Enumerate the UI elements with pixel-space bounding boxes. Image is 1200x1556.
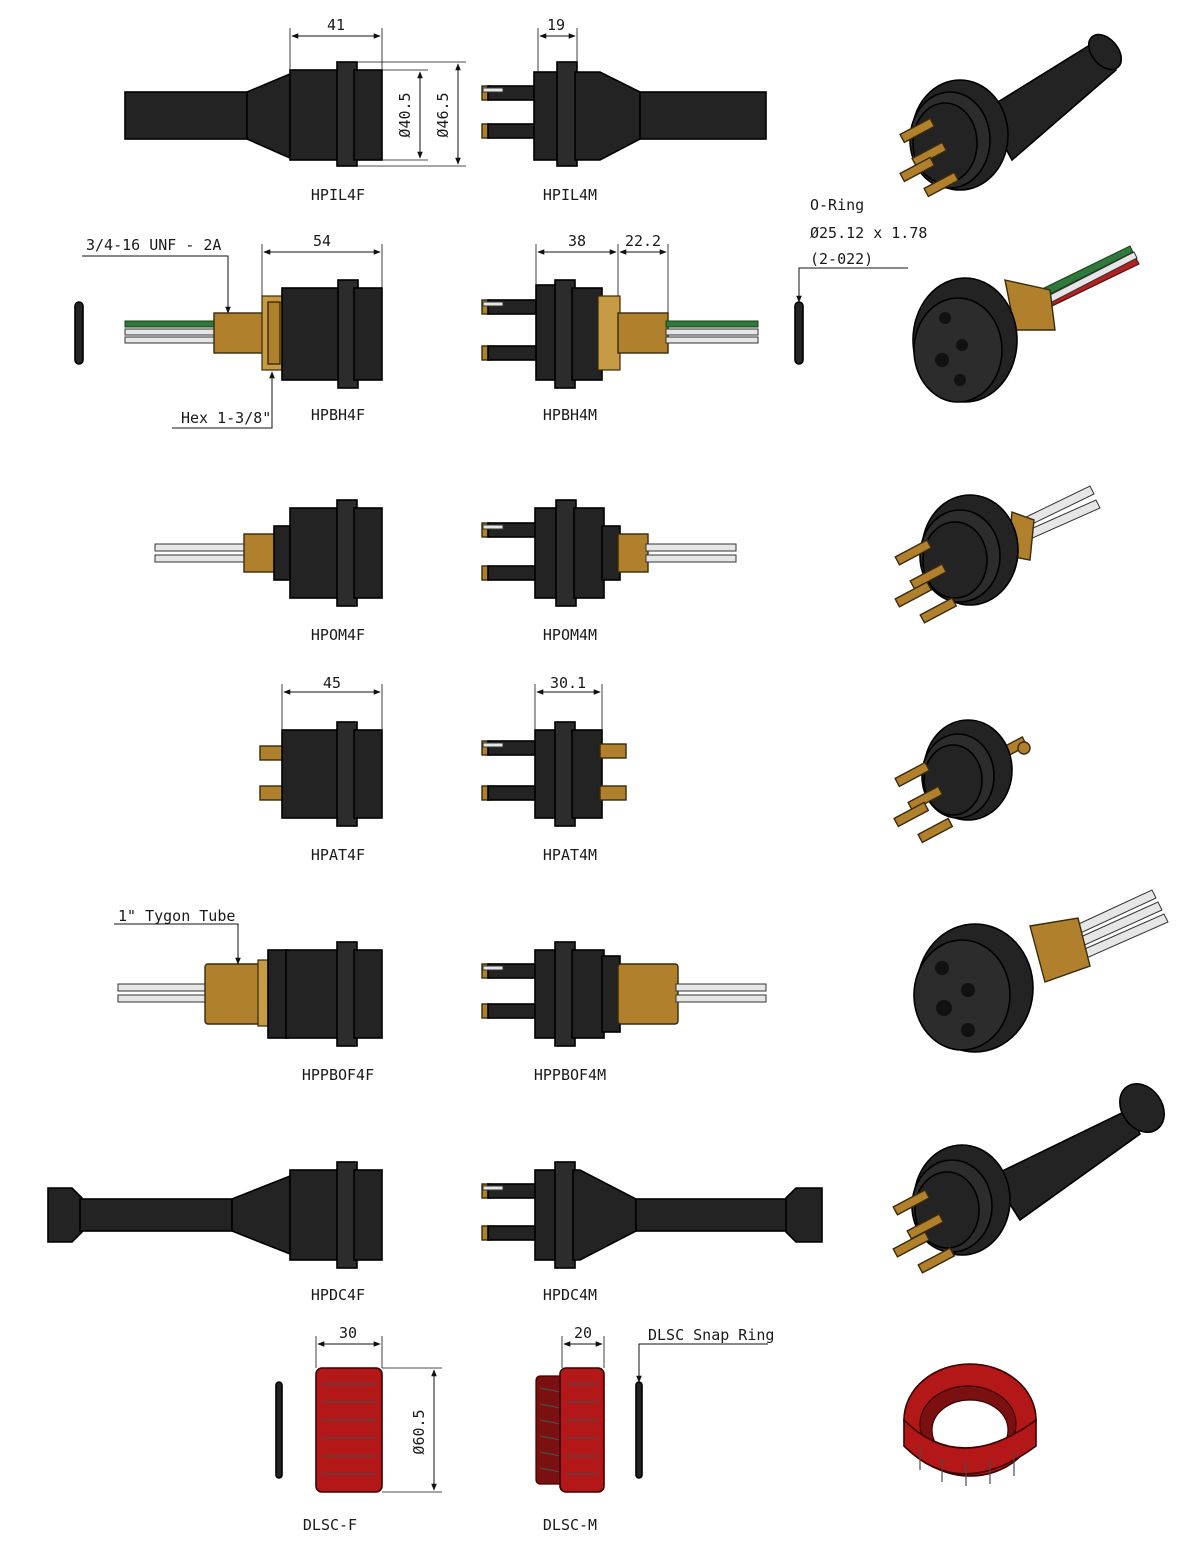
label-hpbh4m: HPBH4M bbox=[543, 406, 597, 424]
label-hpil4f: HPIL4F bbox=[311, 186, 365, 204]
label-dlscm: DLSC-M bbox=[543, 1516, 597, 1534]
hpom4-isometric bbox=[894, 485, 1101, 624]
dim-dlscf-diameter: Ø60.5 bbox=[410, 1409, 428, 1454]
hpat4m-drawing bbox=[481, 684, 627, 827]
dim-hpat4m-length: 30.1 bbox=[550, 674, 586, 692]
callout-oring-title: O-Ring bbox=[810, 196, 864, 214]
hpom4m-drawing bbox=[481, 499, 737, 607]
callout-oring-code: (2-022) bbox=[810, 250, 873, 268]
label-hpil4m: HPIL4M bbox=[543, 186, 597, 204]
hpdc4m-drawing bbox=[481, 1161, 823, 1269]
hpdc4f-drawing bbox=[47, 1161, 383, 1269]
dim-hpbh4m-length: 38 bbox=[568, 232, 586, 250]
hpbh4f-drawing bbox=[74, 244, 383, 429]
dim-dlscf-length: 30 bbox=[339, 1324, 357, 1342]
hpil4m-drawing bbox=[481, 28, 767, 167]
callout-snap-ring: DLSC Snap Ring bbox=[648, 1326, 774, 1344]
dim-dlscm-length: 20 bbox=[574, 1324, 592, 1342]
label-hpom4m: HPOM4M bbox=[543, 626, 597, 644]
label-hpat4f: HPAT4F bbox=[311, 846, 365, 864]
dim-hpbh4f-length: 54 bbox=[313, 232, 331, 250]
dim-hpbh4m-length-2: 22.2 bbox=[625, 232, 661, 250]
hpat4-isometric bbox=[893, 719, 1031, 844]
hpbh4f-isometric bbox=[912, 245, 1140, 403]
dim-hpat4f-length: 45 bbox=[323, 674, 341, 692]
hpil4f-drawing bbox=[124, 28, 466, 167]
hppbof4-isometric bbox=[913, 889, 1169, 1053]
callout-hex: Hex 1-3/8" bbox=[181, 409, 271, 427]
hpbh4m-drawing bbox=[481, 244, 759, 389]
hppbof4m-drawing bbox=[481, 941, 767, 1047]
label-hpbh4f: HPBH4F bbox=[311, 406, 365, 424]
label-hppbof4m: HPPBOF4M bbox=[534, 1066, 606, 1084]
dim-hpil4f-diameter-inner: Ø40.5 bbox=[396, 92, 414, 137]
dim-hpil4m-length: 19 bbox=[547, 16, 565, 34]
hpil4-isometric bbox=[899, 33, 1123, 198]
hpat4f-drawing bbox=[259, 684, 383, 827]
label-hpdc4f: HPDC4F bbox=[311, 1286, 365, 1304]
callout-oring-size: Ø25.12 x 1.78 bbox=[810, 224, 927, 242]
dlscf-drawing bbox=[275, 1336, 442, 1493]
label-hpom4f: HPOM4F bbox=[311, 626, 365, 644]
hppbof4f-drawing bbox=[114, 923, 383, 1047]
label-dlscf: DLSC-F bbox=[303, 1516, 357, 1534]
hpom4f-drawing bbox=[154, 499, 383, 607]
oring-drawing bbox=[794, 267, 908, 365]
label-hppbof4f: HPPBOF4F bbox=[302, 1066, 374, 1084]
dim-hpil4f-length: 41 bbox=[327, 16, 345, 34]
callout-tygon: 1" Tygon Tube bbox=[118, 907, 235, 925]
dlsc-isometric bbox=[903, 1363, 1037, 1486]
label-hpat4m: HPAT4M bbox=[543, 846, 597, 864]
dim-hpil4f-diameter-outer: Ø46.5 bbox=[434, 92, 452, 137]
dlscm-drawing bbox=[535, 1336, 768, 1493]
label-hpdc4m: HPDC4M bbox=[543, 1286, 597, 1304]
hpdc4-isometric bbox=[892, 1083, 1165, 1274]
callout-thread: 3/4-16 UNF - 2A bbox=[86, 236, 221, 254]
